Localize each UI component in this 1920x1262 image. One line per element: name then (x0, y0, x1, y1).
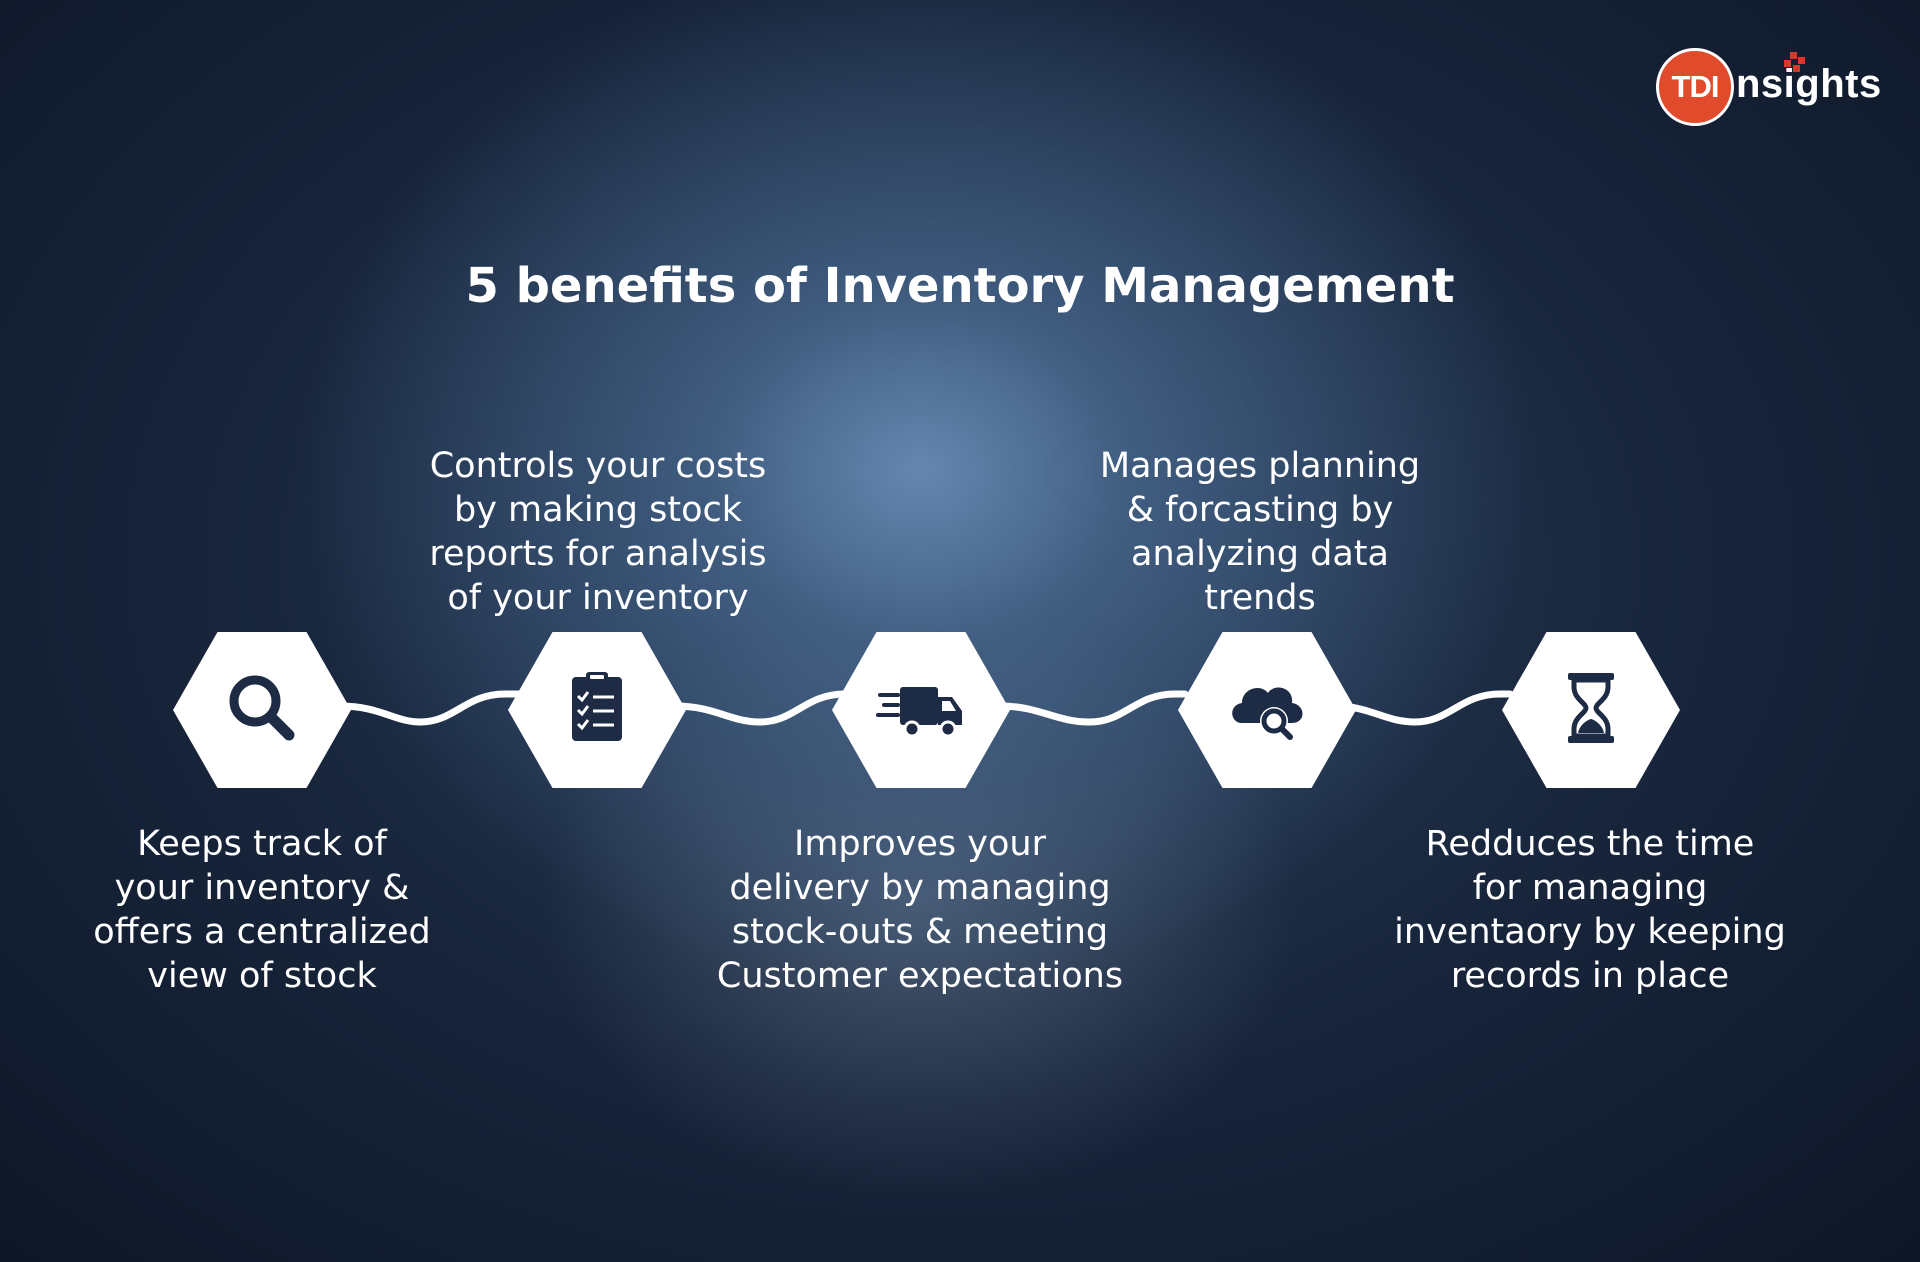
benefit-caption-2: Controls your costs by making stock repo… (378, 444, 818, 620)
logo-mark: TDI (1656, 48, 1734, 126)
caption-line: for managing (1472, 868, 1708, 908)
caption-line: Keeps track of (137, 824, 387, 864)
caption-line: offers a centralized (93, 912, 431, 952)
search-icon (217, 663, 307, 757)
hourglass-icon (1546, 663, 1636, 757)
caption-line: by making stock (454, 490, 742, 530)
caption-line: stock-outs & meeting (731, 912, 1109, 952)
caption-line: your inventory & (114, 868, 410, 908)
logo-pixel-dots (1782, 52, 1806, 76)
caption-line: analyzing data (1131, 534, 1389, 574)
caption-line: Redduces the time (1425, 824, 1755, 864)
caption-line: Improves your (794, 824, 1046, 864)
cloud-search-icon (1222, 663, 1312, 757)
benefit-caption-5: Redduces the time for managing inventaor… (1370, 822, 1810, 998)
caption-line: inventaory by keeping (1394, 912, 1786, 952)
caption-line: Manages planning (1099, 446, 1421, 486)
caption-line: delivery by managing (729, 868, 1111, 908)
delivery-truck-icon (876, 663, 966, 757)
caption-line: trends (1204, 578, 1316, 618)
caption-line: reports for analysis (429, 534, 767, 574)
benefit-caption-1: Keeps track of your inventory & offers a… (42, 822, 482, 998)
clipboard-checklist-icon (552, 663, 642, 757)
caption-line: Controls your costs (429, 446, 767, 486)
caption-line: records in place (1450, 956, 1730, 996)
tdinsights-logo: TDI nsights (1656, 48, 1881, 128)
logo-wordmark: nsights (1736, 62, 1882, 106)
benefit-caption-4: Manages planning & forcasting by analyzi… (1040, 444, 1480, 620)
benefit-hex-3 (832, 632, 1010, 788)
caption-line: of your inventory (447, 578, 749, 618)
caption-line: Customer expectations (716, 956, 1124, 996)
caption-line: view of stock (147, 956, 377, 996)
caption-line: & forcasting by (1126, 490, 1394, 530)
benefit-caption-3: Improves your delivery by managing stock… (700, 822, 1140, 998)
benefit-hex-2 (508, 632, 686, 788)
page-title: 5 benefits of Inventory Management (465, 258, 1455, 314)
